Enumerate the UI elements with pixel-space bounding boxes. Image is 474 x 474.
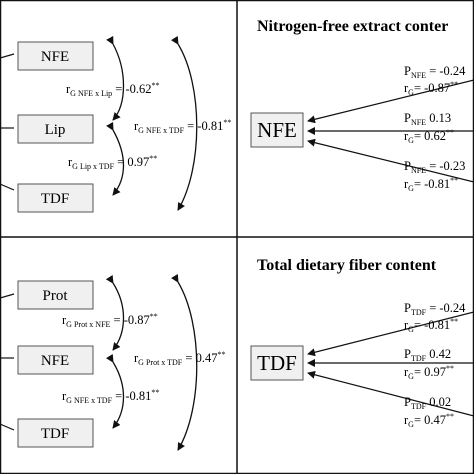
- panel-top-left: NFE Lip TDF rG NFE x Lip = -0.62** rG Li…: [0, 35, 231, 213]
- node-box: [17, 280, 94, 310]
- panel-title: Nitrogen-free extract conter: [257, 18, 448, 35]
- path-coefficient: PNFE = -0.24: [404, 64, 466, 80]
- correlation-label: rG Prot x NFE = -0.87**: [62, 312, 158, 329]
- correlation-label: rG NFE x Lip = -0.62**: [66, 81, 160, 98]
- node-box: [17, 41, 94, 71]
- incoming-arrow: [0, 183, 15, 191]
- node-label: Prot: [42, 288, 68, 304]
- node-label: TDF: [41, 426, 69, 442]
- path-arrow: [307, 311, 474, 357]
- node-box: [17, 418, 94, 448]
- node-label: Lip: [45, 122, 66, 138]
- correlation-arc: [170, 35, 198, 211]
- target-label: TDF: [257, 351, 297, 375]
- genotypic-correlation: rG= 0.97**: [404, 364, 454, 381]
- incoming-arrow: [0, 423, 15, 431]
- path-coefficient: PTDF = -0.24: [404, 301, 466, 317]
- correlation-arc: [105, 353, 125, 429]
- incoming-arrow: [0, 293, 15, 299]
- path-arrow: [307, 79, 474, 124]
- correlation-arc: [170, 273, 198, 451]
- panel-bottom-left: Prot NFE TDF rG Prot x NFE = -0.87** rG …: [0, 273, 225, 451]
- correlation-arc: [105, 274, 125, 351]
- target-box: [250, 345, 304, 381]
- correlation-label: rG Prot x TDF = 0.47**: [134, 350, 225, 367]
- path-coefficient: PTDF 0.42: [404, 347, 451, 363]
- genotypic-correlation: rG= -0.81**: [404, 176, 458, 193]
- node-box: [17, 183, 94, 213]
- path-coefficient: PTDF 0.02: [404, 395, 451, 411]
- path-arrow: [307, 370, 474, 417]
- correlation-arc: [106, 35, 125, 121]
- path-arrow: [307, 138, 474, 183]
- node-label: TDF: [41, 191, 69, 207]
- node-label: NFE: [41, 353, 69, 369]
- correlation-label: rG Lip x TDF = 0.97**: [68, 154, 157, 171]
- node-label: NFE: [41, 49, 69, 65]
- path-coefficient: PNFE = -0.23: [404, 159, 465, 175]
- correlation-label: rG NFE x TDF = -0.81**: [134, 118, 231, 135]
- genotypic-correlation: rG= -0.87**: [404, 80, 458, 97]
- genotypic-correlation: rG= -0.81**: [404, 317, 458, 334]
- path-coefficient: PNFE 0.13: [404, 111, 451, 127]
- correlation-arc: [106, 121, 125, 196]
- incoming-arrow: [0, 53, 15, 59]
- panel-title: Total dietary fiber content: [257, 257, 437, 274]
- target-label: NFE: [257, 118, 297, 142]
- genotypic-correlation: rG= 0.47**: [404, 412, 454, 429]
- target-box: [250, 112, 304, 148]
- panel-top-right: Nitrogen-free extract conter NFE PNFE = …: [250, 18, 474, 193]
- panel-bottom-right: Total dietary fiber content TDF PTDF = -…: [250, 257, 474, 429]
- node-box: [17, 345, 94, 375]
- correlation-label: rG NFE x TDF = -0.81**: [62, 388, 159, 405]
- node-box: [17, 114, 94, 144]
- genotypic-correlation: rG= 0.62**: [404, 128, 454, 145]
